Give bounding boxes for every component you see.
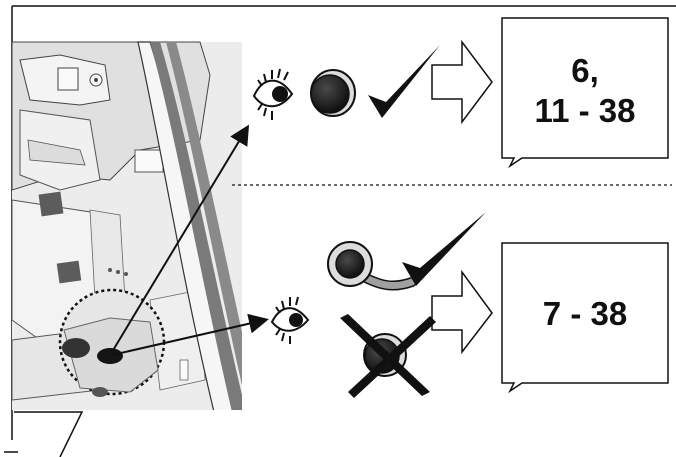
plug-crossed-icon — [340, 314, 436, 398]
partial-ref-box — [4, 411, 84, 457]
ref-top-line1: 6, — [571, 52, 599, 89]
eye-icon — [270, 296, 310, 344]
ref-bottom-line1: 7 - 38 — [543, 295, 627, 332]
arrow-right-icon — [431, 39, 493, 125]
ref-box-bottom: 7 - 38 — [501, 242, 669, 394]
ref-box-top: 6, 11 - 38 — [501, 17, 669, 169]
checkmark-icon — [402, 212, 486, 286]
checkmark-icon — [368, 45, 440, 118]
plug-icon — [310, 69, 356, 117]
eye-icon — [252, 68, 294, 120]
magnifier-circle-icon — [58, 288, 166, 397]
arrow-right-icon — [431, 269, 493, 355]
pointer-arrows — [111, 124, 269, 356]
ref-top-line2: 11 - 38 — [535, 92, 636, 129]
plug-with-cable-icon — [327, 241, 417, 291]
